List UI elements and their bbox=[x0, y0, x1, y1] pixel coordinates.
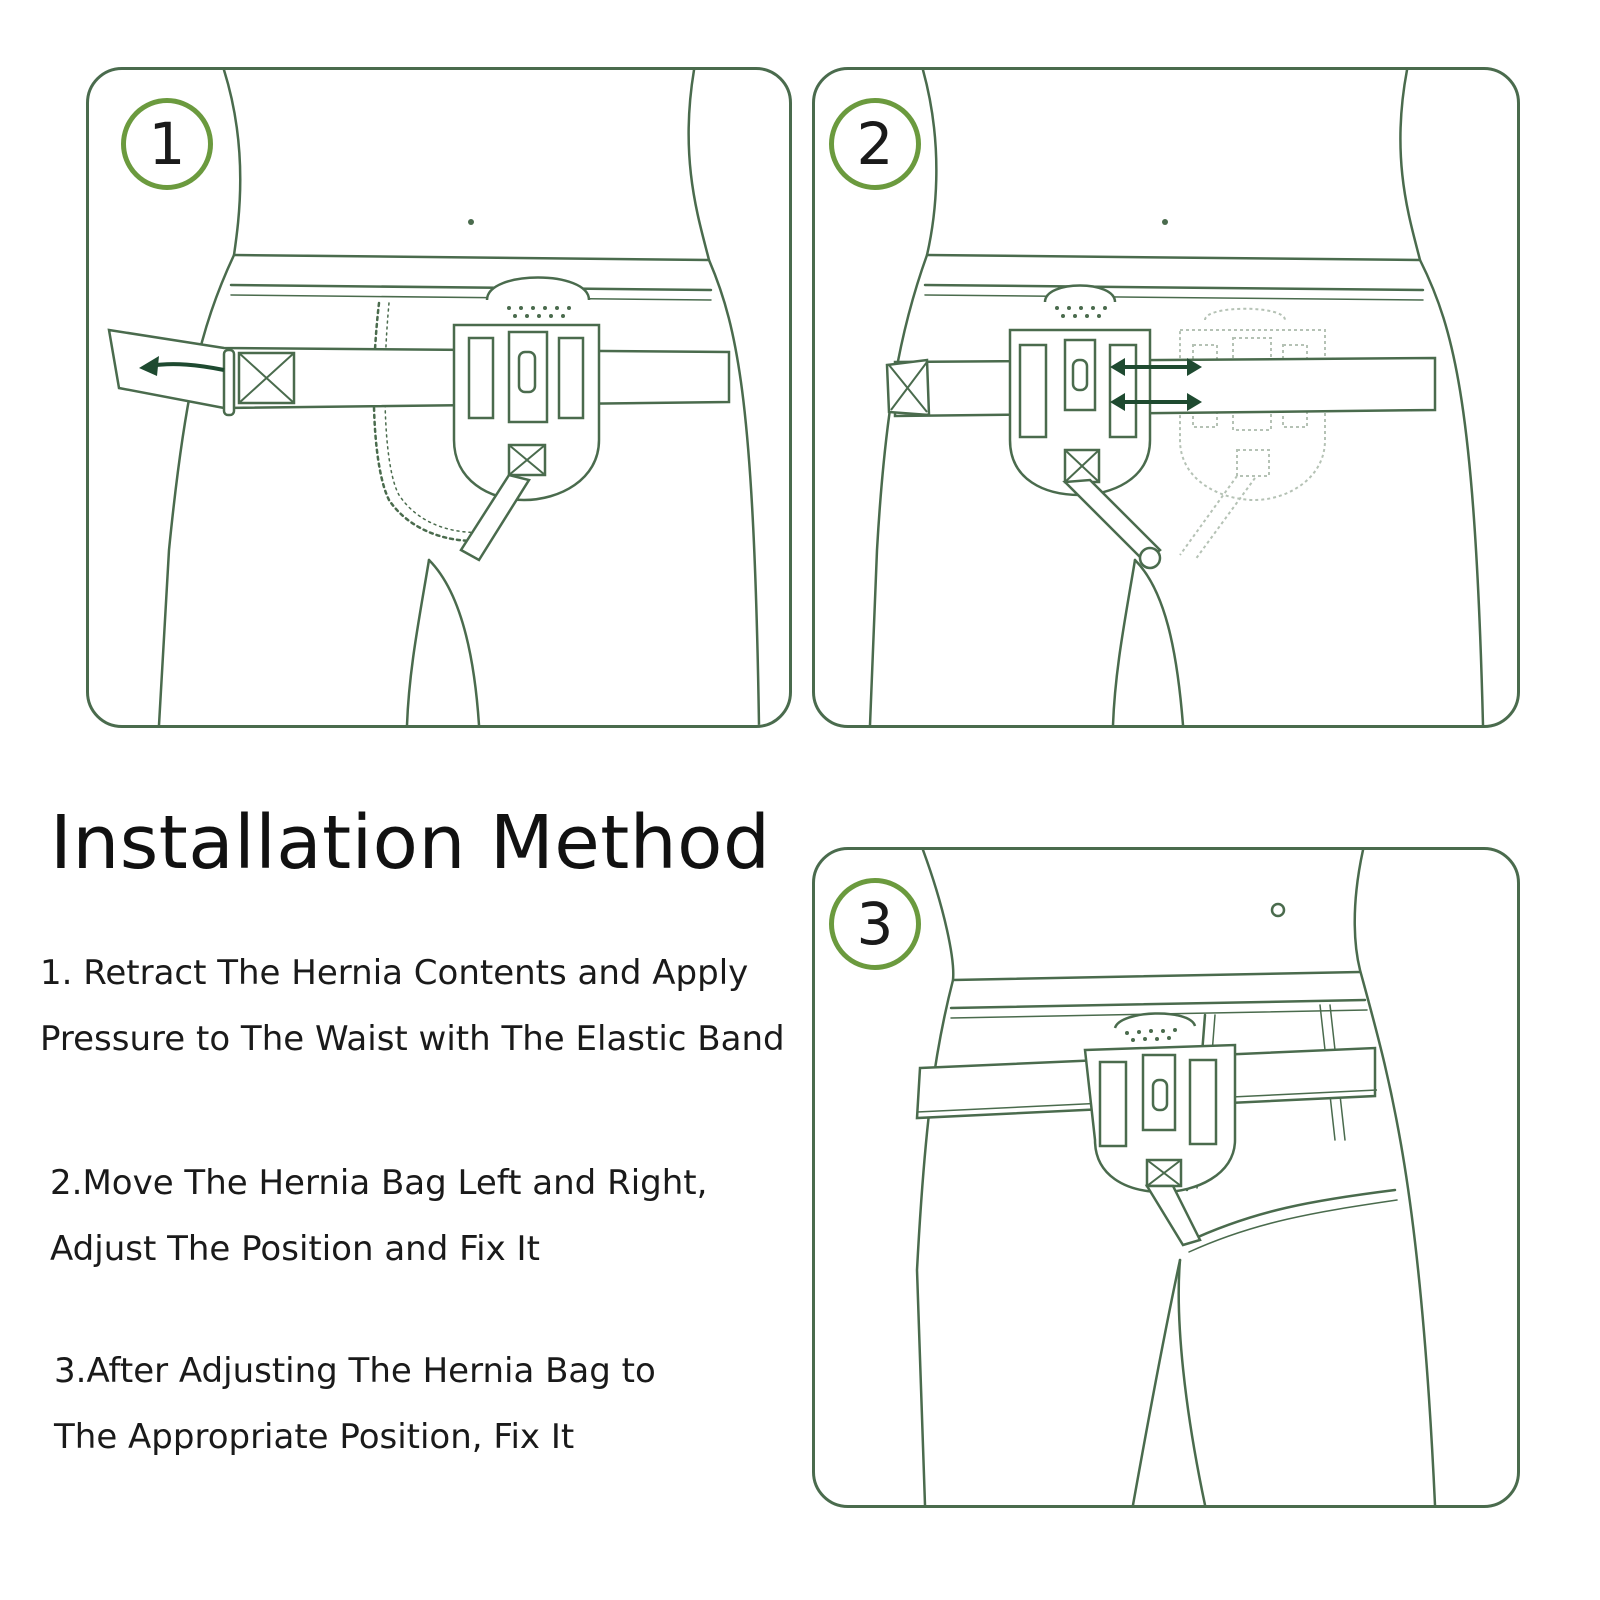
illustration-panel-1: 1 bbox=[86, 67, 792, 728]
illustration-panel-3: 3 bbox=[812, 847, 1520, 1508]
step-2-text: 2.Move The Hernia Bag Left and Right, Ad… bbox=[50, 1150, 707, 1282]
step-number-badge-1: 1 bbox=[121, 98, 213, 190]
step-number-badge-2: 2 bbox=[829, 98, 921, 190]
step-2-line-2: Adjust The Position and Fix It bbox=[50, 1229, 540, 1269]
illustration-panel-2: 2 bbox=[812, 67, 1520, 728]
belt-installation-illustration-3 bbox=[915, 850, 1437, 1505]
step-3-line-2: The Appropriate Position, Fix It bbox=[54, 1417, 575, 1457]
step-number-badge-3: 3 bbox=[829, 878, 921, 970]
belt-installation-illustration-1 bbox=[107, 70, 761, 725]
step-1-line-1: 1. Retract The Hernia Contents and Apply bbox=[40, 953, 749, 993]
step-2-line-1: 2.Move The Hernia Bag Left and Right, bbox=[50, 1163, 708, 1203]
step-1-text: 1. Retract The Hernia Contents and Apply… bbox=[40, 940, 785, 1072]
page-title: Installation Method bbox=[50, 800, 771, 886]
step-3-line-1: 3.After Adjusting The Hernia Bag to bbox=[54, 1351, 656, 1391]
step-1-line-2: Pressure to The Waist with The Elastic B… bbox=[40, 1019, 785, 1059]
step-3-text: 3.After Adjusting The Hernia Bag to The … bbox=[54, 1338, 656, 1470]
belt-installation-illustration-2 bbox=[868, 70, 1485, 725]
